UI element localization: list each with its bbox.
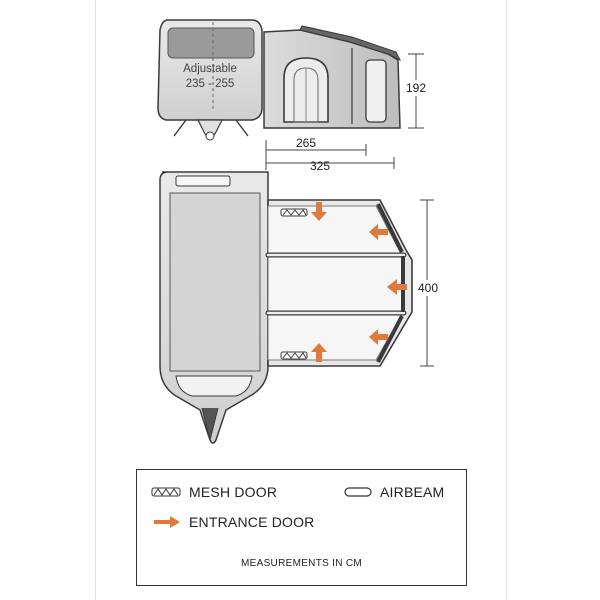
width-label-bg [414,280,440,296]
caravan-drawbar [201,407,219,441]
height-label-bg [404,80,428,96]
hitch-frame [173,119,249,137]
entrance-arrow-upper-right-icon [369,224,388,240]
measurements-note: MEASUREMENTS IN CM [241,558,362,569]
airbeam-icon [344,487,372,497]
side-view: Adjustable 235 - 255 192 265 325 [157,19,428,173]
caravan-roof [169,192,261,372]
entrance-arrow-lower-right-icon [369,329,388,345]
width-label: 400 [418,281,438,295]
hitch-wheel [205,131,215,141]
mesh-door-top-icon [280,208,308,217]
legend-entrance-door-label: ENTRANCE DOOR [189,514,315,530]
legend-mesh-door-label: MESH DOOR [189,484,278,500]
mesh-door-bottom-icon [280,351,308,360]
adjustable-label: Adjustable [183,63,237,75]
awning-roof-beam [299,25,402,62]
depth-inner-label: 265 [296,136,316,150]
plan-view: 400 [159,171,440,444]
entrance-arrow-top-icon [311,202,327,221]
entrance-arrow-bottom-icon [311,343,327,362]
page-frame [95,0,507,600]
height-label: 192 [406,81,426,95]
legend-mesh-door: MESH DOOR [151,484,277,500]
entrance-arrow-front-icon [387,279,407,295]
legend-entrance-door: ENTRANCE DOOR [153,514,315,530]
legend-airbeam-label: AIRBEAM [380,484,445,500]
legend-airbeam: AIRBEAM [344,484,444,500]
awning-side-window [365,59,387,123]
adjustable-range-label: 235 - 255 [186,78,235,90]
caravan-front-window [175,375,253,397]
caravan-window [167,27,255,59]
airbeam-corners [376,203,404,363]
legend: MESH DOOR AIRBEAM ENTRANCE DOOR MEASUREM… [136,469,467,586]
depth-total-label: 325 [310,159,330,173]
entrance-arrow-icon [154,516,180,528]
caravan-rear-light [175,175,231,187]
mesh-door-icon [151,487,181,497]
